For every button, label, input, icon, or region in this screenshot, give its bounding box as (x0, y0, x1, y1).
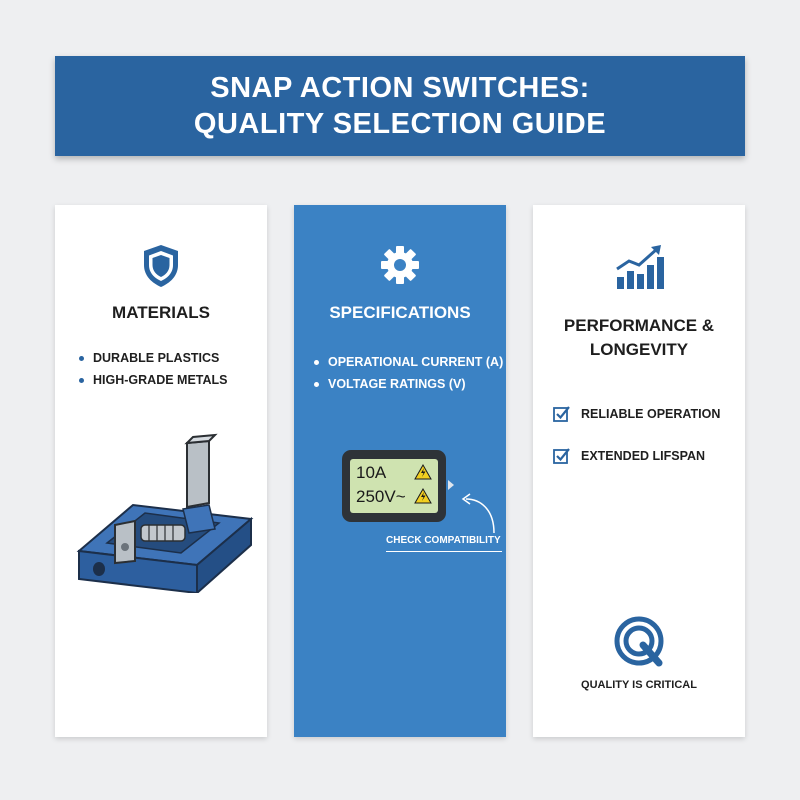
banner-title-line-1: SNAP ACTION SWITCHES: (210, 72, 590, 104)
list-item: DURABLE PLASTICS (77, 347, 228, 369)
checkbox-check-icon (553, 448, 570, 464)
specifications-title: SPECIFICATIONS (329, 303, 471, 322)
quality-badge-text: QUALITY IS CRITICAL (581, 679, 697, 691)
meter-pointer-icon (448, 480, 454, 490)
banner-title-line-2: QUALITY SELECTION GUIDE (193, 108, 607, 140)
materials-list: DURABLE PLASTICS HIGH-GRADE METALS (77, 347, 228, 391)
list-item: HIGH-GRADE METALS (77, 369, 228, 391)
checkbox-check-icon (553, 406, 570, 422)
specifications-list: OPERATIONAL CURRENT (A) VOLTAGE RATINGS … (312, 351, 503, 395)
check-compatibility-note: CHECK COMPATIBILITY (386, 535, 501, 546)
meter-screen: 10A 250V~ (350, 459, 438, 513)
growth-chart-icon (616, 245, 664, 289)
shield-icon (144, 245, 178, 287)
warning-icon (414, 488, 432, 504)
list-item: VOLTAGE RATINGS (V) (312, 373, 503, 395)
note-underline (386, 551, 502, 552)
specifications-panel: SPECIFICATIONS OPERATIONAL CURRENT (A) V… (294, 205, 506, 737)
performance-list: RELIABLE OPERATION EXTENDED LIFSPAN (553, 405, 720, 489)
materials-title: MATERIALS (112, 303, 210, 322)
performance-title-line-1: PERFORMANCE & (563, 316, 715, 335)
quality-q-icon (614, 616, 664, 667)
performance-panel: PERFORMANCE & LONGEVITY RELIABLE OPERATI… (533, 205, 745, 737)
snap-switch-illustration (76, 433, 254, 593)
curved-arrow-icon (461, 493, 495, 534)
list-item: EXTENDED LIFSPAN (553, 447, 720, 465)
list-item: OPERATIONAL CURRENT (A) (312, 351, 503, 373)
meter-voltage: 250V~ (356, 487, 406, 506)
title-banner: SNAP ACTION SWITCHES: QUALITY SELECTION … (55, 56, 745, 156)
warning-icon (414, 464, 432, 480)
rating-meter: 10A 250V~ (342, 450, 454, 522)
list-item: RELIABLE OPERATION (553, 405, 720, 423)
list-item-label: RELIABLE OPERATION (581, 407, 721, 421)
meter-current: 10A (356, 463, 387, 482)
materials-panel: MATERIALS DURABLE PLASTICS HIGH-GRADE ME… (55, 205, 267, 737)
performance-title-line-2: LONGEVITY (589, 340, 689, 359)
list-item-label: EXTENDED LIFSPAN (581, 449, 706, 463)
gear-icon (381, 246, 419, 284)
